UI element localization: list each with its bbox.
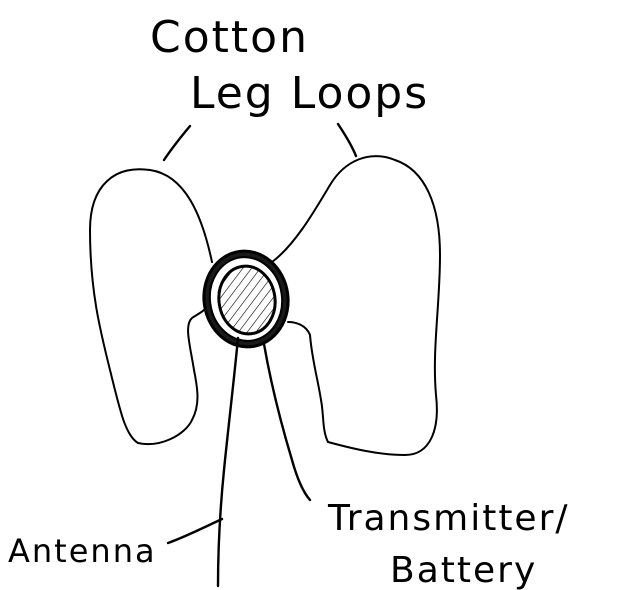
right-leg-loop bbox=[272, 156, 440, 455]
transmitter-label-line1: Transmitter/ bbox=[327, 498, 570, 539]
transmitter-label-line2: Battery bbox=[390, 550, 537, 590]
title-line-cotton: Cotton bbox=[150, 12, 309, 63]
antenna-leader bbox=[168, 519, 222, 543]
title-leader-left bbox=[164, 126, 190, 160]
left-leg-loop bbox=[90, 169, 212, 444]
title-line-leg-loops: Leg Loops bbox=[190, 68, 429, 119]
antenna-label: Antenna bbox=[8, 532, 157, 570]
transmitter-leader bbox=[264, 344, 310, 500]
antenna-wire bbox=[218, 338, 238, 586]
title-leader-right bbox=[338, 124, 356, 156]
